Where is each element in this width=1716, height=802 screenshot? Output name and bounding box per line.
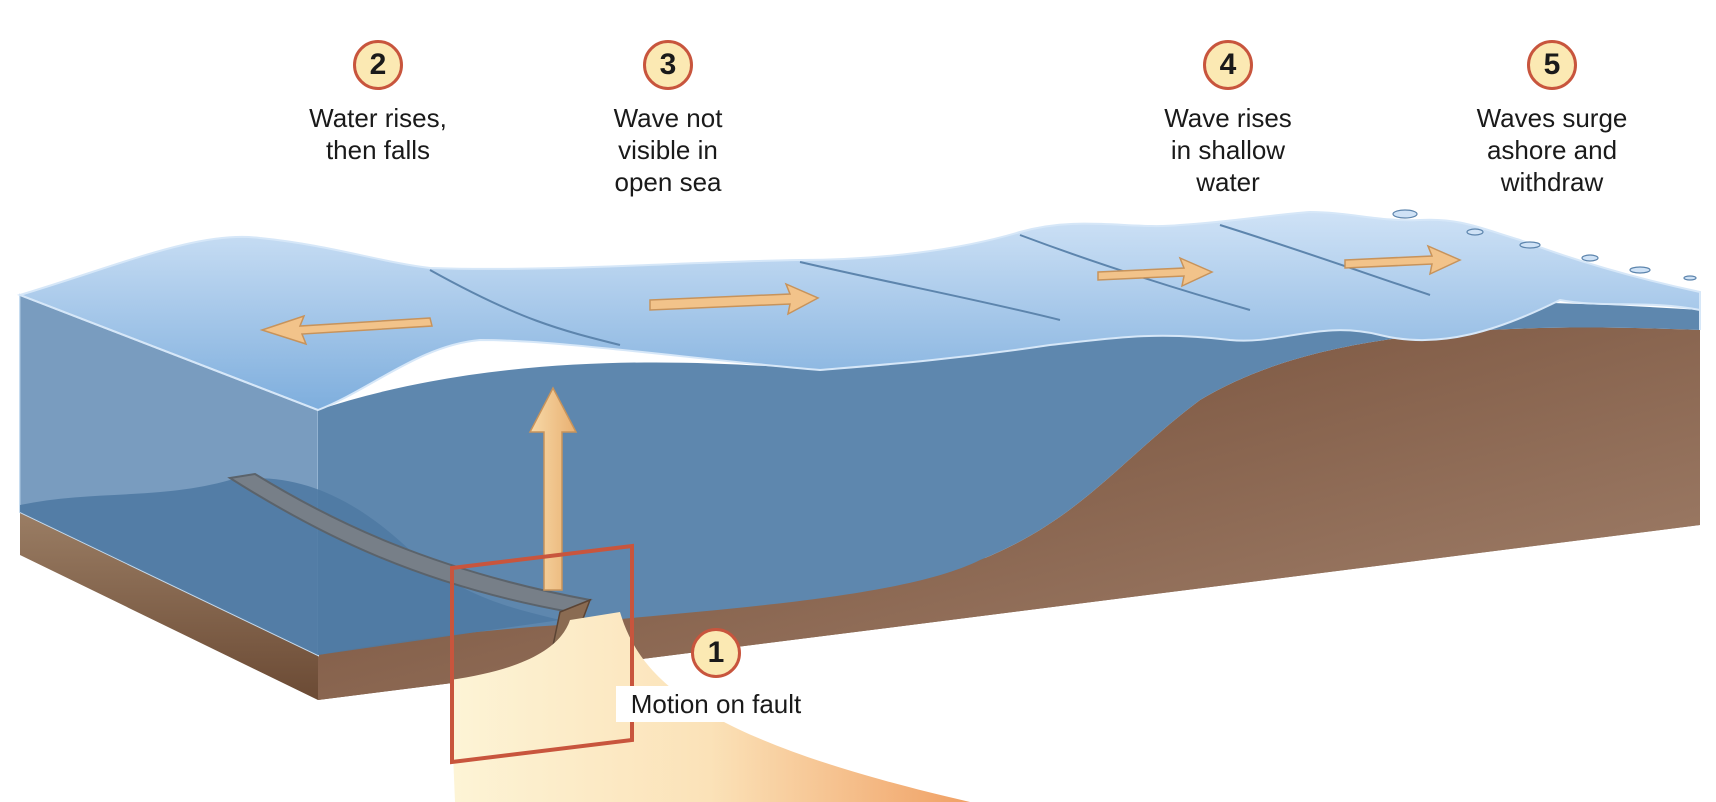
step-1: 1 Motion on fault — [616, 628, 816, 722]
step-5-badge: 5 — [1527, 40, 1577, 90]
arrow-right-icon — [1344, 244, 1462, 276]
land-shore — [318, 327, 1700, 700]
water-body — [318, 300, 1700, 655]
step-4-badge: 4 — [1203, 40, 1253, 90]
arrow-right-icon — [649, 282, 820, 316]
fault-box — [450, 543, 634, 765]
step-2: 2 Water rises, then falls — [283, 40, 473, 166]
wave-crest-line — [429, 269, 621, 346]
step-2-badge: 2 — [353, 40, 403, 90]
step-1-badge: 1 — [691, 628, 741, 678]
step-3-badge: 3 — [643, 40, 693, 90]
spray — [1392, 209, 1697, 281]
step-4: 4 Wave rises in shallow water — [1138, 40, 1318, 198]
wave-crest-line — [799, 261, 1061, 321]
step-4-caption: Wave rises in shallow water — [1164, 103, 1292, 197]
step-3: 3 Wave not visible in open sea — [578, 40, 758, 198]
arrow-left-icon — [259, 314, 433, 346]
wave-crest-line — [1219, 224, 1431, 296]
seafloor-left — [20, 478, 560, 655]
step-5-caption: Waves surge ashore and withdraw — [1476, 103, 1628, 197]
fault-plane-gradient — [450, 612, 970, 802]
arrow-up-icon — [528, 386, 578, 591]
step-5: 5 Waves surge ashore and withdraw — [1452, 40, 1652, 198]
step-3-caption: Wave not visible in open sea — [613, 103, 723, 197]
water-front-top — [19, 294, 319, 411]
arrow-right-icon — [1097, 256, 1214, 288]
step-1-caption: Motion on fault — [616, 686, 816, 722]
step-2-caption: Water rises, then falls — [309, 103, 447, 165]
